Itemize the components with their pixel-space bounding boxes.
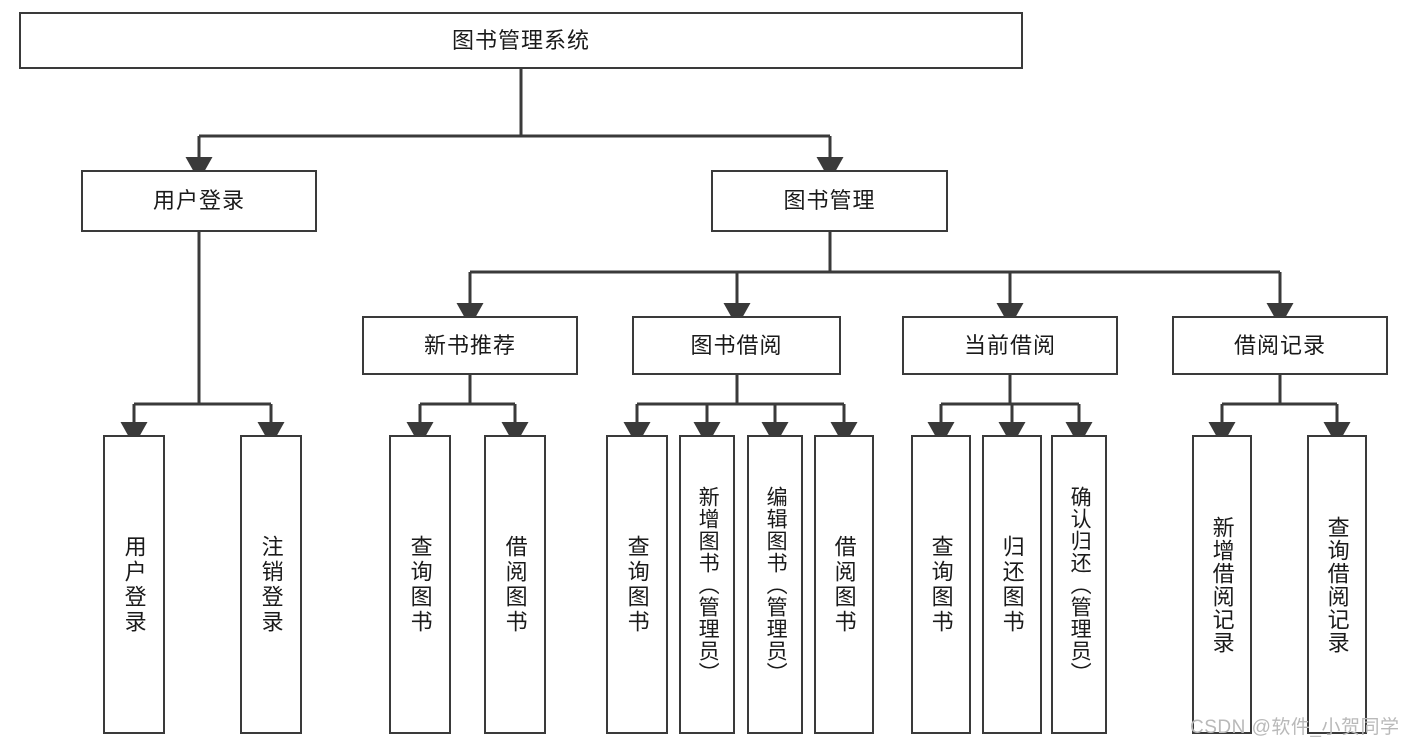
node-leaf-borrow-book-2[interactable]: 借阅图书 [814,435,874,734]
node-book-manage-label: 图书管理 [783,188,876,214]
node-current-borrow-label: 当前借阅 [963,332,1056,358]
node-leaf-query-book-1-label: 查询图书 [407,534,433,635]
watermark: CSDN @软件_小贺同学 [1190,717,1400,738]
node-leaf-user-login[interactable]: 用户登录 [103,435,165,734]
node-leaf-add-book-label: 新增图书（管理员） [696,485,720,684]
node-leaf-borrow-book-1-label: 借阅图书 [502,534,528,635]
node-new-book-recommend-label: 新书推荐 [423,332,516,358]
node-user-login[interactable]: 用户登录 [81,170,317,232]
node-leaf-edit-book-label: 编辑图书（管理员） [764,485,788,684]
node-leaf-query-record-label: 查询借阅记录 [1324,515,1350,654]
node-leaf-add-record-label: 新增借阅记录 [1209,515,1235,654]
node-leaf-query-book-3[interactable]: 查询图书 [911,435,971,734]
node-leaf-user-login-label: 用户登录 [121,534,147,635]
node-root-label: 图书管理系统 [451,27,590,53]
node-borrow-record[interactable]: 借阅记录 [1172,316,1388,375]
node-leaf-user-logout-label: 注销登录 [258,534,284,635]
node-leaf-add-record[interactable]: 新增借阅记录 [1192,435,1252,734]
node-book-manage[interactable]: 图书管理 [711,170,948,232]
node-leaf-return-book[interactable]: 归还图书 [982,435,1042,734]
node-root[interactable]: 图书管理系统 [19,12,1023,69]
node-current-borrow[interactable]: 当前借阅 [902,316,1118,375]
node-book-borrow[interactable]: 图书借阅 [632,316,841,375]
node-borrow-record-label: 借阅记录 [1233,332,1326,358]
node-leaf-query-record[interactable]: 查询借阅记录 [1307,435,1367,734]
node-leaf-return-book-label: 归还图书 [999,534,1025,635]
node-leaf-user-logout[interactable]: 注销登录 [240,435,302,734]
node-leaf-confirm-return[interactable]: 确认归还（管理员） [1051,435,1107,734]
node-leaf-add-book[interactable]: 新增图书（管理员） [679,435,735,734]
node-leaf-query-book-2[interactable]: 查询图书 [606,435,668,734]
node-leaf-query-book-3-label: 查询图书 [928,534,954,635]
node-leaf-edit-book[interactable]: 编辑图书（管理员） [747,435,803,734]
node-leaf-query-book-1[interactable]: 查询图书 [389,435,451,734]
node-user-login-label: 用户登录 [152,188,245,214]
node-leaf-query-book-2-label: 查询图书 [624,534,650,635]
node-book-borrow-label: 图书借阅 [690,332,783,358]
node-new-book-recommend[interactable]: 新书推荐 [362,316,578,375]
node-leaf-borrow-book-1[interactable]: 借阅图书 [484,435,546,734]
node-leaf-confirm-return-label: 确认归还（管理员） [1068,485,1092,684]
node-leaf-borrow-book-2-label: 借阅图书 [831,534,857,635]
